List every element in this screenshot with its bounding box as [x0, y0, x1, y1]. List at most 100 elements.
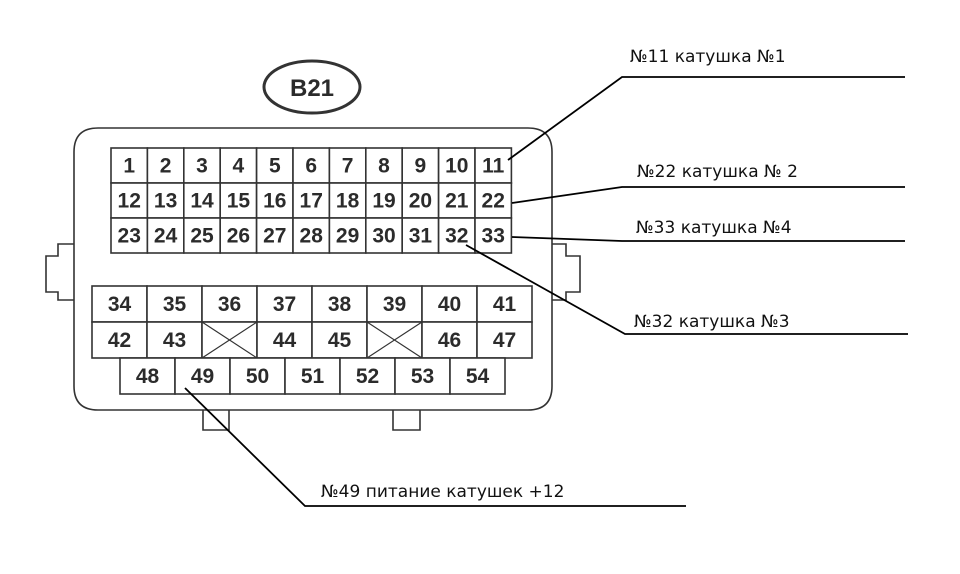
pin-cell-25: 25 [183, 217, 222, 254]
pin-cell-frame [146, 182, 185, 219]
pin-cell-frame [421, 285, 478, 323]
pin-number: 20 [409, 190, 432, 213]
pin-number: 45 [328, 329, 352, 352]
pin-cell-54: 54 [449, 357, 506, 395]
right-latch [552, 243, 581, 301]
pin-cell-39: 39 [366, 285, 423, 323]
badge-ellipse [262, 59, 362, 115]
leader-pin-33 [511, 236, 905, 242]
pin-number: 53 [411, 365, 434, 388]
pin-cell-18: 18 [328, 182, 367, 219]
pin-number: 43 [163, 329, 186, 352]
pin-cell-31: 31 [401, 217, 440, 254]
pin-cell-frame [110, 217, 149, 254]
left-latch [45, 243, 74, 301]
pin-number: 25 [190, 225, 214, 248]
connector-id-label: B21 [290, 75, 334, 102]
bottom-tab-left [202, 410, 230, 431]
pin-number: 17 [300, 190, 323, 213]
pin-number: 9 [415, 155, 427, 178]
pin-cell-frame [174, 357, 231, 395]
pin-cell-26: 26 [219, 217, 258, 254]
pin-cell-36: 36 [201, 285, 258, 323]
pin-cell-21: 21 [437, 182, 476, 219]
leader-pin-11 [507, 76, 905, 161]
callout-label-pin-49: №49 питание катушек +12 [321, 482, 564, 502]
pin-cell-frame [401, 217, 440, 254]
pin-cell-24: 24 [146, 217, 185, 254]
pin-number: 37 [273, 293, 296, 316]
pin-cell-33: 33 [474, 217, 513, 254]
pin-cell-3: 3 [183, 147, 222, 184]
pin-cell-51: 51 [284, 357, 341, 395]
pin-number: 42 [108, 329, 131, 352]
pin-number: 4 [233, 155, 245, 178]
callout-label-pin-11: №11 катушка №1 [630, 47, 786, 67]
pin-cell-28: 28 [292, 217, 331, 254]
pin-cell-17: 17 [292, 182, 331, 219]
pin-cell-frame [229, 357, 286, 395]
pin-cell-frame [255, 182, 294, 219]
pin-cell-2: 2 [146, 147, 185, 184]
pin-cell-6: 6 [292, 147, 331, 184]
pin-number: 48 [136, 365, 160, 388]
pin-cell-52: 52 [339, 357, 396, 395]
pin-cell-42: 42 [91, 321, 148, 359]
pin-cell-23: 23 [110, 217, 149, 254]
housing-outline [73, 127, 553, 411]
pin-cell-frame [311, 321, 368, 359]
pin-number: 30 [372, 225, 395, 248]
pin-cell-1: 1 [110, 147, 149, 184]
pin-cell-frame [364, 217, 403, 254]
pin-cell-40: 40 [421, 285, 478, 323]
pin-cell-53: 53 [394, 357, 451, 395]
pin-number: 8 [378, 155, 390, 178]
leader-pin-22 [511, 186, 905, 204]
pin-number: 23 [118, 225, 141, 248]
pin-cell-20: 20 [401, 182, 440, 219]
pin-cell-15: 15 [219, 182, 258, 219]
pin-cell-frame [328, 217, 367, 254]
pin-cell-22: 22 [474, 182, 513, 219]
pin-cell-12: 12 [110, 182, 149, 219]
connector-id-badge: B21 [262, 59, 362, 115]
pin-number: 34 [108, 293, 132, 316]
pin-cell-frame [183, 147, 222, 184]
pin-cell-49: 49 [174, 357, 231, 395]
pin-cell-41: 41 [476, 285, 533, 323]
pin-cell-frame [119, 357, 176, 395]
pin-cell-frame [146, 285, 203, 323]
pin-number: 15 [227, 190, 251, 213]
pin-cavity-blocked [201, 321, 258, 359]
pin-number: 28 [300, 225, 324, 248]
pin-number: 14 [190, 190, 214, 213]
pin-cell-47: 47 [476, 321, 533, 359]
pin-number: 51 [301, 365, 325, 388]
pin-number: 12 [118, 190, 141, 213]
pin-cell-frame [449, 357, 506, 395]
pin-number: 16 [263, 190, 286, 213]
pin-number: 7 [342, 155, 354, 178]
pin-number: 29 [336, 225, 359, 248]
pin-number: 2 [160, 155, 172, 178]
pin-cell-44: 44 [256, 321, 313, 359]
pin-cell-35: 35 [146, 285, 203, 323]
pin-number: 46 [438, 329, 461, 352]
pin-number: 24 [154, 225, 178, 248]
pin-cavity-blocked [366, 321, 423, 359]
callout-label-pin-33: №33 катушка №4 [636, 218, 792, 238]
pin-cell-48: 48 [119, 357, 176, 395]
pin-number: 39 [383, 293, 406, 316]
pin-number: 35 [163, 293, 187, 316]
pin-cell-38: 38 [311, 285, 368, 323]
connector-housing [45, 127, 581, 431]
pin-cell-frame [219, 217, 258, 254]
pin-number: 5 [269, 155, 281, 178]
pin-cell-frame [146, 321, 203, 359]
leader-pin-49 [184, 387, 686, 507]
pin-cell-frame [366, 285, 423, 323]
